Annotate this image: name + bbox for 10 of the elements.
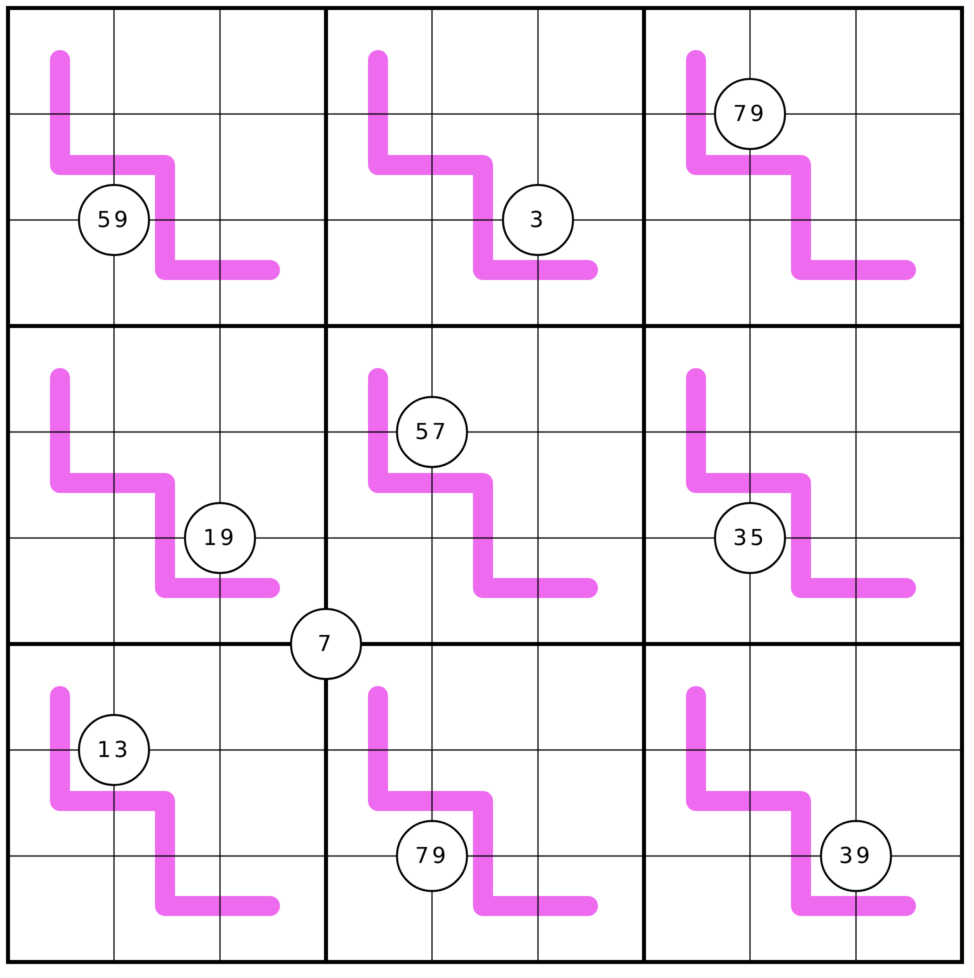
clue-number: 35 xyxy=(733,526,767,550)
clue-number: 79 xyxy=(733,102,767,126)
clue-number: 13 xyxy=(97,738,131,762)
clue-number: 59 xyxy=(97,208,131,232)
clue-number: 79 xyxy=(415,844,449,868)
clue-number: 19 xyxy=(203,526,237,550)
clue-number: 39 xyxy=(839,844,873,868)
clue-number: 7 xyxy=(318,632,334,656)
clue-number: 3 xyxy=(530,208,546,232)
clue-number: 57 xyxy=(415,420,449,444)
